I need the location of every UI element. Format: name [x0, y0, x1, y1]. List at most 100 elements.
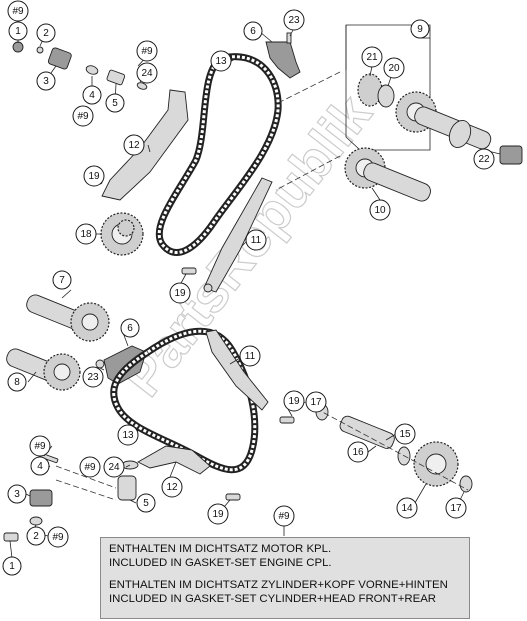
callout-8: 8 — [7, 372, 27, 392]
gasket-set-note: ENTHALTEN IM DICHTSATZ MOTOR KPL. INCLUD… — [100, 537, 470, 619]
tensioner-housing-bottom — [29, 489, 53, 507]
tensioner-rail-bottom — [205, 329, 269, 411]
tensioner-piston-bottom — [117, 475, 137, 501]
callout-label: 11 — [251, 235, 262, 246]
callout-label: 4 — [89, 90, 95, 101]
callout-12-bot: 12 — [161, 476, 183, 498]
callout-23-bot: 23 — [82, 366, 104, 388]
callout-label: #9 — [77, 111, 89, 122]
callout-9-right: 9 — [410, 19, 430, 39]
callout-21: 21 — [361, 46, 383, 68]
gasket-top — [85, 65, 99, 75]
note-line-2: INCLUDED IN GASKET-SET ENGINE CPL. — [109, 557, 332, 569]
bolt-19d — [225, 493, 241, 501]
parts-drawing — [3, 24, 523, 559]
callout-2-bot: 2 — [26, 526, 46, 546]
callout-label: 2 — [33, 531, 39, 542]
tensioner-piston-top — [106, 69, 126, 86]
callout-label: 19 — [212, 509, 224, 520]
callout-label: 10 — [374, 205, 386, 216]
callout-label: 6 — [250, 26, 256, 37]
spring-top — [136, 82, 148, 90]
note-line-4: INCLUDED IN GASKET-SET CYLINDER+HEAD FRO… — [109, 593, 437, 605]
callout-label: #9 — [84, 462, 96, 473]
callout-label: 22 — [478, 154, 490, 165]
callout-label: 23 — [288, 15, 300, 26]
washer-17b — [459, 475, 473, 493]
callout-label: 18 — [80, 229, 92, 240]
callout-label: #9 — [52, 532, 64, 543]
callout-label: 20 — [388, 63, 400, 74]
callout-3-bot: 3 — [7, 484, 27, 504]
callout-label: 24 — [141, 68, 153, 79]
callout-9-left: #9 — [72, 105, 94, 127]
callout-label: 5 — [143, 498, 149, 509]
seal-ring-top — [36, 46, 44, 54]
callout-label: 4 — [37, 461, 43, 472]
callout-label: 12 — [166, 482, 178, 493]
callout-label: 19 — [174, 288, 186, 299]
callout-24-top: 24 — [136, 62, 158, 84]
callout-label: 17 — [310, 397, 322, 408]
callout-label: 19 — [288, 396, 300, 407]
callout-label: #9 — [141, 46, 153, 57]
plug-screw-top — [12, 41, 24, 53]
callout-label: 5 — [112, 98, 118, 109]
callout-13-top: 13 — [210, 50, 232, 72]
callout-5-bot: 5 — [136, 493, 156, 513]
callout-11-bot: 11 — [239, 345, 261, 367]
callout-24-bot: 24 — [103, 456, 125, 478]
callout-2-top: 2 — [36, 23, 56, 43]
callout-label: 17 — [450, 503, 462, 514]
callout-label: 21 — [366, 52, 378, 63]
callout-23-top: 23 — [283, 9, 305, 31]
callout-4-bot: 4 — [30, 456, 50, 476]
callout-bubbles: #9213#92445#9236139212012192210181119761… — [2, 0, 495, 576]
callout-11-top: 11 — [245, 229, 267, 251]
tensioner-housing-top — [47, 47, 72, 70]
callout-label: 1 — [9, 561, 15, 572]
callout-1-top: 1 — [8, 21, 28, 41]
callout-3-top: 3 — [36, 71, 56, 91]
callout-20: 20 — [383, 57, 405, 79]
callout-17-b: 17 — [445, 497, 467, 519]
callout-19-a: 19 — [83, 165, 105, 187]
callout-label: 3 — [14, 489, 20, 500]
chain-guide-top — [265, 41, 301, 79]
callout-label: 13 — [122, 430, 134, 441]
callout-13-bot: 13 — [117, 424, 139, 446]
callout-4-top: 4 — [82, 85, 102, 105]
callout-9-lower: #9 — [29, 435, 51, 457]
callout-10: 10 — [369, 199, 391, 221]
callout-label: 11 — [245, 351, 256, 362]
callout-label: 24 — [108, 462, 120, 473]
callout-label: 14 — [401, 503, 413, 514]
callout-12-top: 12 — [123, 134, 145, 156]
callout-1-bot: 1 — [2, 556, 22, 576]
callout-19-b: 19 — [169, 282, 191, 304]
callout-label: 13 — [215, 56, 227, 67]
callout-label: 3 — [43, 76, 49, 87]
bolt-19b — [181, 267, 197, 275]
callout-label: #9 — [12, 6, 24, 17]
callout-14: 14 — [396, 497, 418, 519]
shaft-16 — [339, 415, 395, 449]
callout-label: 8 — [14, 377, 20, 388]
callout-6-bot: 6 — [120, 318, 140, 338]
callout-7: 7 — [52, 270, 72, 290]
callout-19-c: 19 — [283, 390, 305, 412]
callout-6-top: 6 — [243, 21, 263, 41]
callout-label: 16 — [352, 447, 364, 458]
callout-label: 23 — [87, 372, 99, 383]
guide-rail-top — [101, 89, 189, 201]
callout-9-lower3: #9 — [47, 526, 69, 548]
callout-label: 9 — [417, 24, 423, 35]
tensioner-rail-top — [203, 177, 273, 293]
callout-9-top: #9 — [7, 0, 29, 22]
callout-label: 6 — [127, 323, 133, 334]
callout-label: 12 — [128, 140, 140, 151]
bolt-19c — [279, 416, 295, 424]
plug-screw-bottom — [3, 532, 19, 542]
callout-label: 19 — [88, 171, 100, 182]
